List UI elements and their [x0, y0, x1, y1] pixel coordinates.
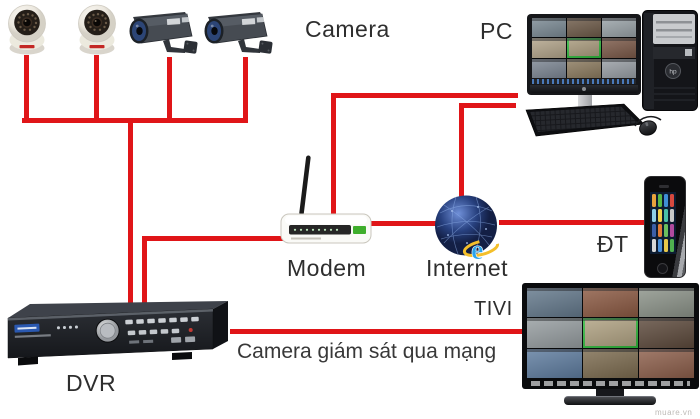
screen-cell [664, 209, 668, 222]
internet-globe-icon: e [435, 195, 500, 266]
monitor-chin [530, 85, 638, 93]
watermark-text: muare.vn [655, 408, 693, 417]
dome-camera-icon [78, 4, 116, 55]
bullet-camera-icon [204, 12, 273, 54]
pc-screen-grid [532, 18, 636, 79]
screen-cell [583, 288, 638, 318]
cable-line [230, 329, 523, 334]
cable-line [142, 236, 287, 241]
keyboard-icon [525, 103, 645, 137]
screen-cell [652, 224, 656, 237]
screen-cell [527, 348, 582, 379]
screen-cell [583, 348, 638, 379]
pc-label: PC [480, 18, 513, 44]
screen-cell [567, 38, 601, 58]
cable-line [24, 55, 29, 123]
pc-tower-icon: hp [642, 10, 698, 111]
cable-line [128, 118, 133, 308]
internet-label: Internet [426, 255, 508, 281]
phone-home-button [657, 263, 668, 274]
cable-line [142, 236, 147, 308]
cable-line [94, 55, 99, 123]
cable-line [371, 221, 438, 226]
screen-cell [664, 239, 668, 252]
tv-stand-base [564, 396, 656, 405]
screen-cell [532, 18, 566, 38]
screen-cell [652, 209, 656, 222]
screen-cell [658, 209, 662, 222]
screen-cell [652, 239, 656, 252]
svg-text:hp: hp [669, 69, 677, 76]
screen-cell [658, 194, 662, 207]
screen-cell [639, 348, 694, 379]
screen-cell [652, 194, 656, 207]
modem-label: Modem [287, 255, 367, 281]
modem-icon [280, 155, 372, 244]
screen-cell [602, 58, 636, 79]
screen-cell [602, 38, 636, 58]
screen-cell [583, 318, 638, 348]
smartphone-icon [644, 176, 686, 278]
screen-cell [664, 224, 668, 237]
bullet-camera-icon [129, 12, 198, 54]
cable-line [167, 57, 172, 123]
diagram-caption: Camera giám sát qua mạng [237, 340, 497, 363]
screen-cell [602, 18, 636, 38]
cable-line [459, 103, 516, 108]
svg-text:e: e [471, 235, 483, 266]
cable-line [331, 93, 518, 98]
screen-cell [567, 58, 601, 79]
tv-stand-neck [596, 389, 624, 397]
dome-camera-icon [8, 4, 46, 55]
screen-cell [527, 318, 582, 348]
tv-screen-grid [527, 288, 694, 379]
screen-cell [670, 209, 674, 222]
screen-cell [639, 288, 694, 318]
tv-label: TIVI [474, 298, 513, 320]
dvr-label: DVR [66, 370, 117, 396]
cable-line [22, 118, 248, 123]
screen-cell [670, 194, 674, 207]
tv-speaker-strip [531, 381, 690, 386]
camera-label: Camera [305, 16, 390, 42]
screen-cell [658, 239, 662, 252]
cable-line [243, 57, 248, 123]
screen-cell [532, 58, 566, 79]
screen-cell [670, 224, 674, 237]
screen-cell [664, 194, 668, 207]
screen-cell [567, 18, 601, 38]
tv-frame [522, 283, 699, 389]
mouse-icon [634, 115, 662, 136]
screen-cell [532, 38, 566, 58]
phone-screen-grid [650, 192, 676, 254]
phone-label: ĐT [597, 231, 629, 257]
cable-line [459, 103, 464, 200]
screen-cell [658, 224, 662, 237]
tv-icon [522, 283, 699, 410]
phone-earpiece [659, 185, 669, 188]
hp-logo-icon [582, 87, 586, 91]
dvr-icon [7, 301, 228, 366]
screen-cell [639, 318, 694, 348]
screen-cell [670, 239, 674, 252]
pc-screen-toolbar [532, 79, 636, 84]
cable-line [331, 93, 336, 217]
screen-cell [527, 288, 582, 318]
pc-monitor-icon [527, 14, 641, 95]
cable-line [499, 220, 646, 225]
